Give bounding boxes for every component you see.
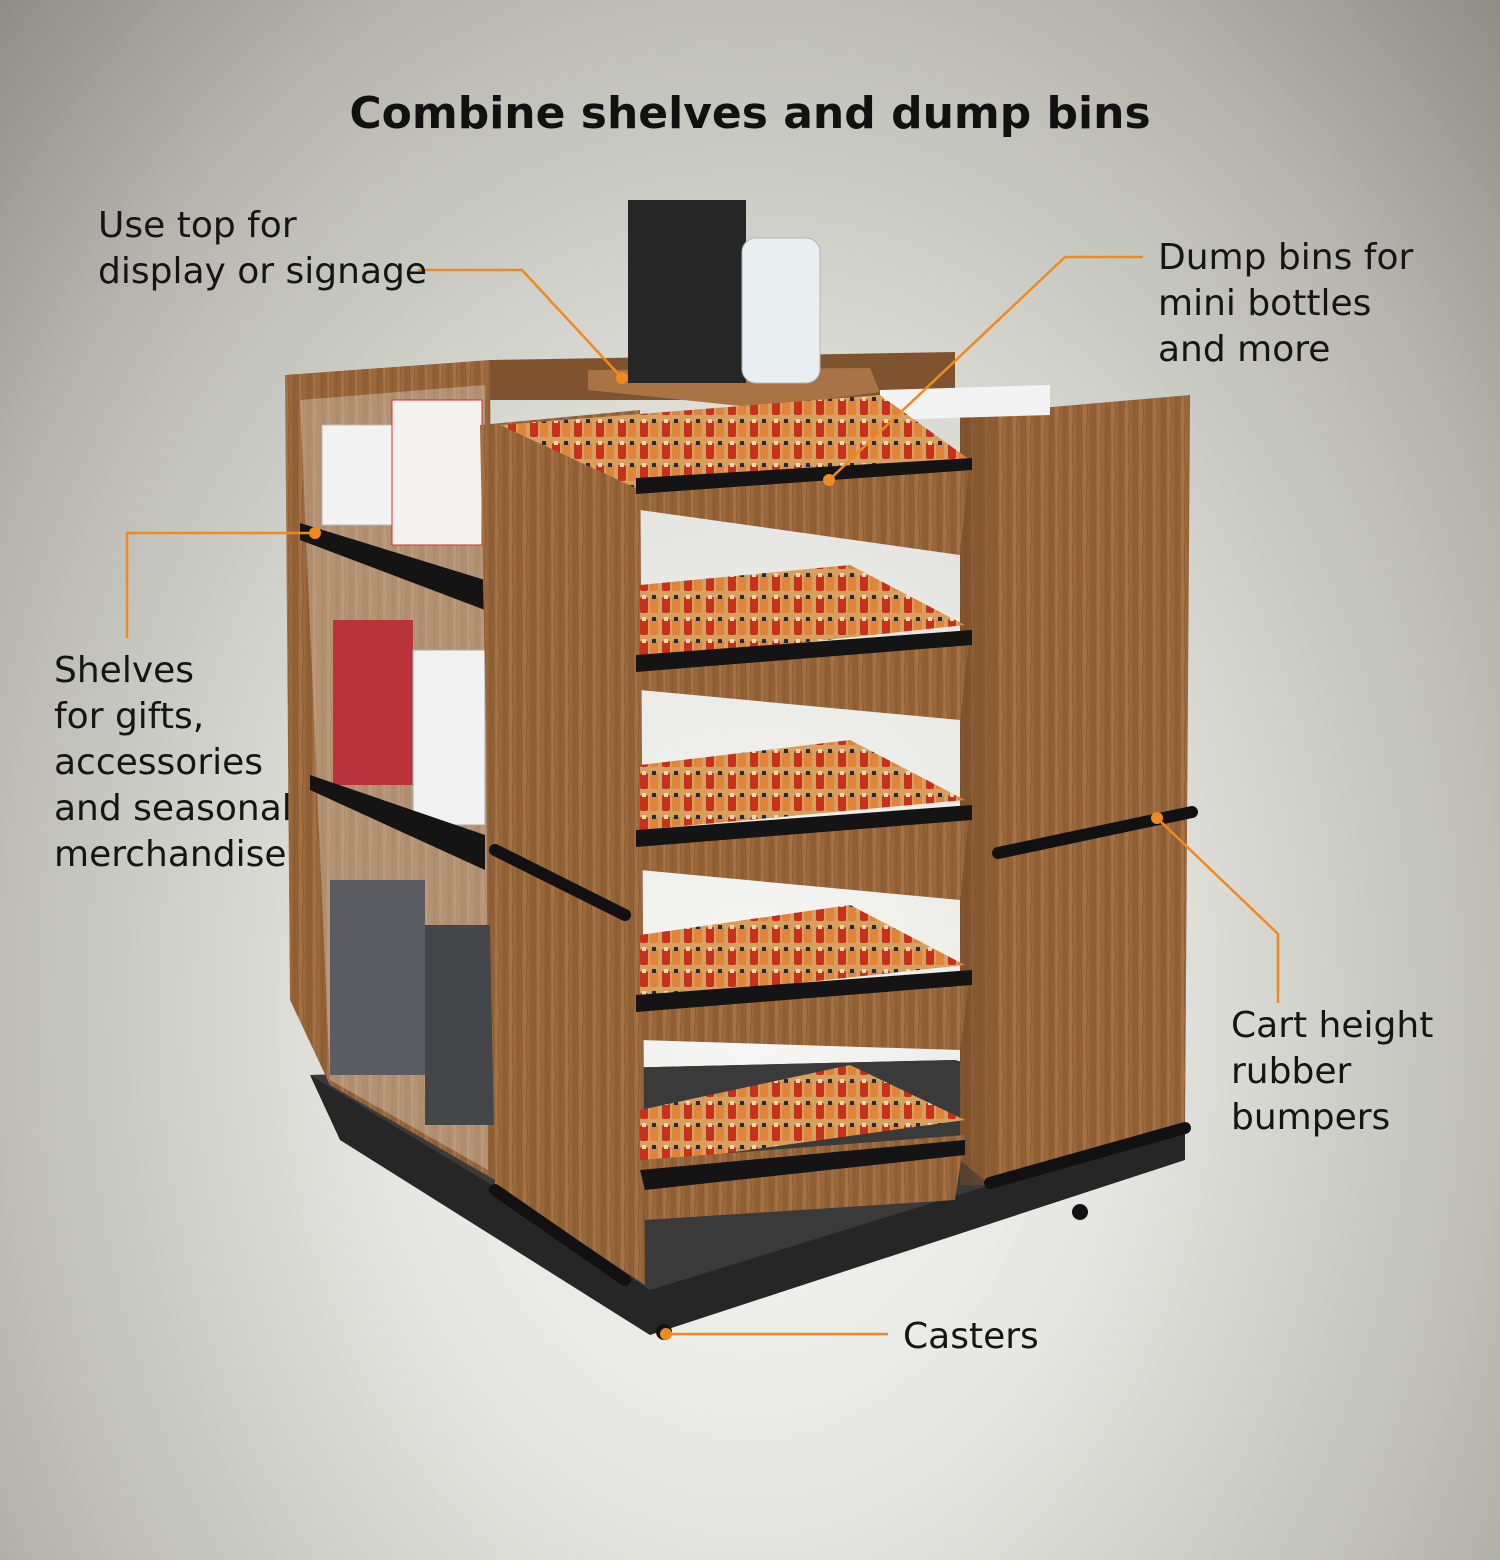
product-box <box>412 649 486 826</box>
product-box <box>333 620 413 785</box>
dot-dump-bins <box>823 474 835 486</box>
dot-shelves <box>309 527 321 539</box>
dump-bin-tier-3 <box>636 740 972 900</box>
callout-dump-bins: Dump bins for mini bottles and more <box>1158 237 1414 370</box>
left-shelf-rail <box>300 523 485 610</box>
dot-casters <box>660 1328 672 1340</box>
right-upright-edge <box>960 415 998 1185</box>
product-box <box>391 399 483 546</box>
product-box <box>330 880 425 1075</box>
right-upright <box>960 395 1190 1185</box>
product-box <box>425 925 495 1125</box>
product-box-top <box>628 200 746 383</box>
dot-bumpers <box>1151 812 1163 824</box>
callout-leader-lines <box>125 255 1280 1336</box>
callout-casters: Casters <box>903 1316 1039 1357</box>
rubber-bumper <box>489 1184 631 1286</box>
callout-bumpers: Cart height rubber bumpers <box>1231 1005 1434 1138</box>
rubber-bumper <box>489 844 631 921</box>
leader-top-display <box>418 268 623 379</box>
page-title: Combine shelves and dump bins <box>349 88 1151 139</box>
dot-top-display <box>616 372 628 384</box>
callout-dots <box>309 372 1163 1340</box>
callout-shelves: Shelves for gifts, accessories and seaso… <box>54 650 292 875</box>
product-box-top <box>880 385 1050 420</box>
left-shelf-rail <box>310 775 485 870</box>
dump-bin-tier-5 <box>640 1065 965 1220</box>
decanter <box>741 237 821 384</box>
leader-dump-bins <box>828 255 1143 481</box>
front-left-upright <box>480 410 645 1285</box>
dump-bin-tier-1 <box>500 395 972 555</box>
product-box <box>321 424 393 526</box>
caster-right <box>1072 1204 1088 1220</box>
callout-top-display: Use top for display or signage <box>98 205 428 292</box>
rubber-bumper <box>984 1122 1191 1189</box>
leader-bumpers <box>1156 817 1280 1003</box>
dump-bin-tier-2 <box>636 565 972 720</box>
dump-bin-tier-4 <box>636 905 972 1050</box>
leader-shelves <box>125 531 315 638</box>
